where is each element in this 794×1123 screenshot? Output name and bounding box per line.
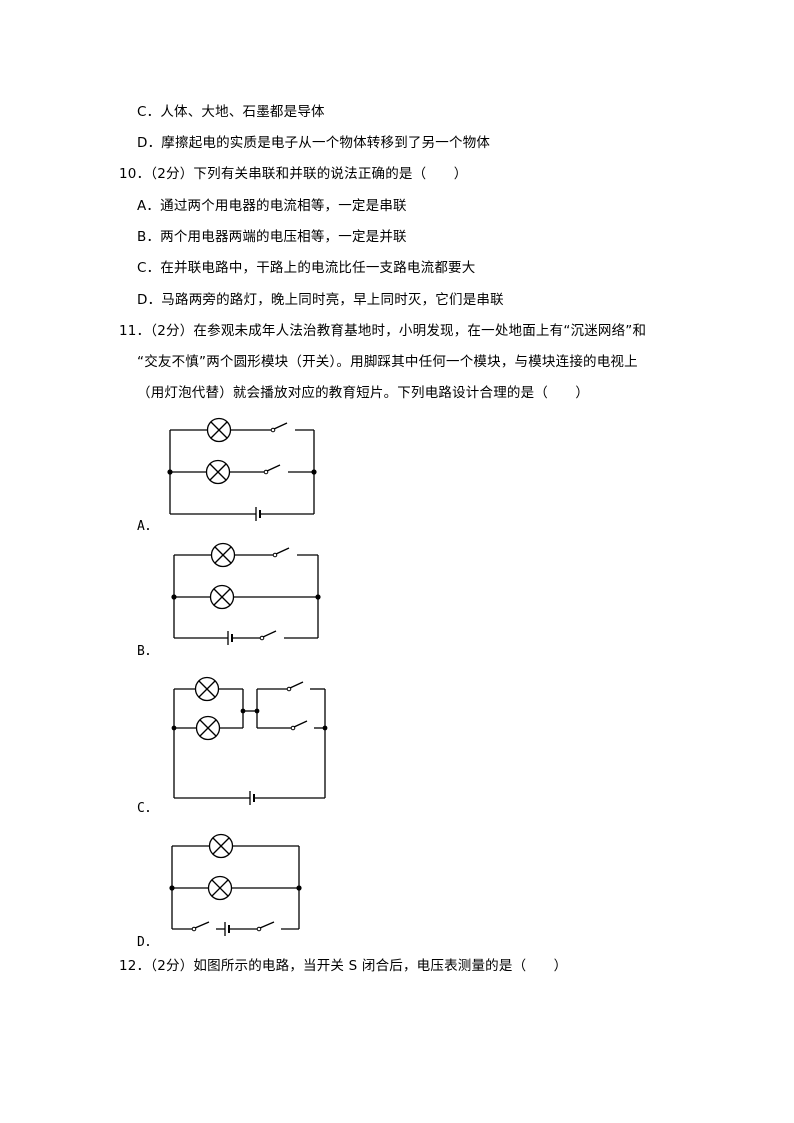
- switch-icon: [286, 681, 304, 692]
- lamp-icon: [207, 875, 233, 901]
- switch-icon: [256, 921, 275, 932]
- switch-icon: [191, 921, 210, 932]
- lamp-icon: [206, 417, 232, 443]
- q9-option-c: C．人体、大地、石墨都是导体: [137, 104, 325, 120]
- circuit-diagram-a: [167, 417, 317, 521]
- battery-icon: [255, 507, 261, 521]
- lamp-icon: [194, 676, 220, 702]
- q11-stem-line-1: 11．（2分）在参观未成年人法治教育基地时，小明发现，在一处地面上有“沉迷网络”…: [119, 323, 647, 339]
- q11-option-c-label: C．: [137, 801, 158, 816]
- circuit-diagram-d: [169, 833, 302, 936]
- q12-stem: 12．（2分）如图所示的电路，当开关 S 闭合后，电压表测量的是（ ）: [119, 958, 568, 974]
- q9-option-d: D．摩擦起电的实质是电子从一个物体转移到了另一个物体: [137, 135, 491, 151]
- lamp-icon: [195, 715, 221, 741]
- switch-icon: [272, 547, 290, 558]
- lamp-icon: [209, 584, 235, 610]
- switch-icon: [263, 464, 281, 475]
- circuit-diagram-c: [171, 676, 328, 805]
- q11-option-b-label: B．: [137, 644, 158, 659]
- q11-option-d-label: D．: [137, 935, 158, 950]
- q10-stem: 10．（2分）下列有关串联和并联的说法正确的是（ ）: [119, 166, 468, 182]
- battery-icon: [249, 791, 255, 805]
- q10-option-b: B．两个用电器两端的电压相等，一定是并联: [137, 229, 407, 245]
- circuit-diagram-b: [171, 542, 321, 645]
- q10-option-d: D．马路两旁的路灯，晚上同时亮，早上同时灭，它们是串联: [137, 292, 504, 308]
- switch-icon: [290, 720, 308, 731]
- q10-option-c: C．在并联电路中，干路上的电流比任一支路电流都要大: [137, 260, 476, 276]
- switch-icon: [259, 630, 277, 641]
- lamp-icon: [205, 459, 231, 485]
- q11-option-a-label: A．: [137, 519, 158, 534]
- battery-icon: [227, 631, 233, 645]
- q10-option-a: A．通过两个用电器的电流相等，一定是串联: [137, 198, 407, 214]
- lamp-icon: [208, 833, 234, 859]
- lamp-icon: [210, 542, 236, 568]
- q11-stem-line-2: “交友不慎”两个圆形模块（开关）。用脚踩其中任何一个模块，与模块连接的电视上: [137, 354, 638, 370]
- switch-icon: [270, 422, 288, 433]
- battery-icon: [224, 922, 230, 936]
- q11-stem-line-3: （用灯泡代替）就会播放对应的教育短片。下列电路设计合理的是（ ）: [137, 385, 590, 401]
